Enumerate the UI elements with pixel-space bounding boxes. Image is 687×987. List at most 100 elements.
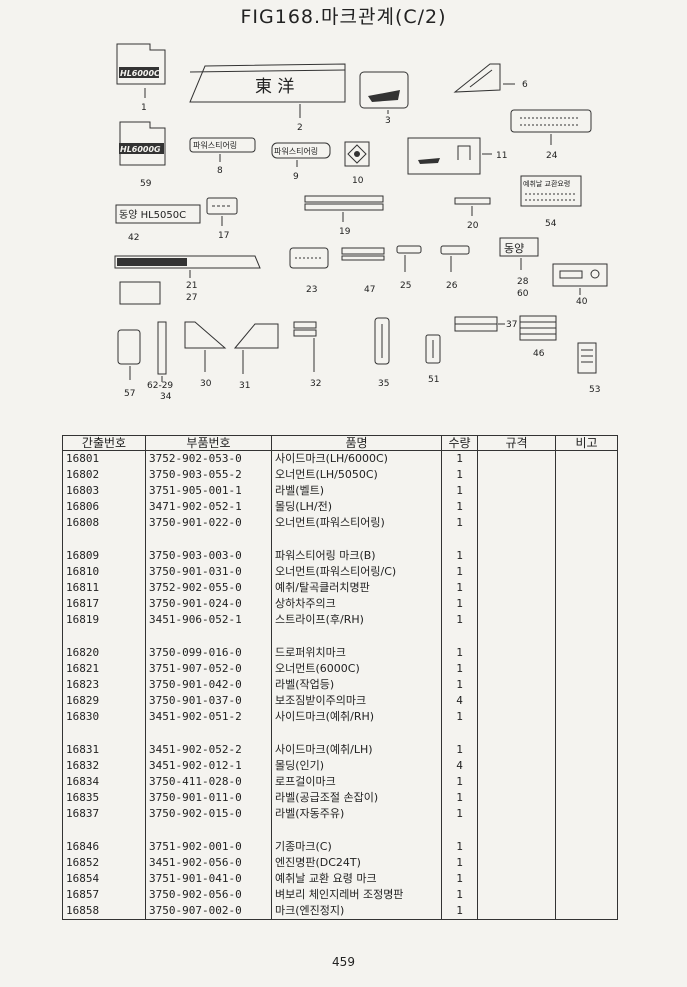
spec-cell [477,709,556,725]
callout-8: 8 [217,166,223,176]
remarks-cell [555,548,618,564]
callout-2: 2 [297,123,303,133]
ref-no-cell: 16806 [62,499,146,515]
ref-no-cell: 16854 [62,871,146,887]
ref-no-cell: 16852 [62,855,146,871]
callout-1: 1 [141,103,147,113]
qty-cell: 4 [441,758,478,774]
spec-cell [477,677,556,693]
spec-cell [477,645,556,661]
spec-cell [477,790,556,806]
callout-24: 24 [546,151,558,161]
ref-no-cell: 16858 [62,903,146,920]
part-no-cell: 3750-903-003-0 [145,548,272,564]
table-spacer-row [62,628,618,645]
qty-cell: 1 [441,709,478,725]
table-header-row: 간출번호 부품번호 품명 수량 규격 비고 [62,435,618,451]
callout-57: 57 [124,389,135,399]
spec-cell [477,612,556,628]
spec-cell [477,483,556,499]
part-name-cell: 보조짐받이주의마크 [271,693,442,709]
part-26-mark: 26 [440,245,470,291]
remarks-cell [555,645,618,661]
part-no-cell: 3750-411-028-0 [145,774,272,790]
remarks-cell [555,596,618,612]
part-no-cell: 3750-901-042-0 [145,677,272,693]
part-name-cell: 몰딩(인기) [271,758,442,774]
remarks-cell [555,467,618,483]
qty-cell: 1 [441,467,478,483]
ref-no-cell: 16846 [62,839,146,855]
part-2-text: 東 洋 [255,77,294,97]
remarks-cell [555,580,618,596]
ref-no-cell: 16820 [62,645,146,661]
remarks-cell [555,677,618,693]
spec-cell [477,450,556,467]
qty-cell: 1 [441,839,478,855]
qty-cell: 1 [441,499,478,515]
remarks-cell [555,806,618,822]
header-qty: 수량 [441,435,478,451]
part-name-cell: 오너먼트(파워스티어링) [271,515,442,531]
part-name-cell: 라벨(벨트) [271,483,442,499]
callout-35: 35 [378,379,389,389]
parts-diagram: HL6000C 1 HL6000G 59 東 洋 2 3 6 24 [114,43,608,402]
part-no-cell: 3751-901-041-0 [145,871,272,887]
part-21-side-mark: 21 27 [114,255,261,305]
remarks-cell [555,790,618,806]
part-name-cell: 기종마크(C) [271,839,442,855]
callout-30: 30 [200,379,212,389]
part-25-mark: 25 [396,245,422,291]
header-spec: 규격 [477,435,556,451]
part-30-molding: 30 [184,321,227,389]
part-1-side-mark: HL6000C 1 [116,43,166,113]
callout-6: 6 [522,80,528,90]
qty-cell: 1 [441,564,478,580]
part-name-cell: 예취/탈곡클러치명판 [271,580,442,596]
part-23-label: 23 [289,247,329,295]
part-28-text: 동양 [504,242,524,255]
part-name-cell: 마크(엔진정지) [271,903,442,920]
part-1-text: HL6000C [120,69,160,78]
remarks-cell [555,693,618,709]
part-51-label: 51 [425,334,441,385]
part-no-cell: 3750-901-022-0 [145,515,272,531]
qty-cell: 1 [441,483,478,499]
spec-cell [477,693,556,709]
ref-no-cell: 16829 [62,693,146,709]
part-20-mark: 20 [454,197,491,231]
callout-46: 46 [533,349,545,359]
part-no-cell: 3752-902-055-0 [145,580,272,596]
part-6-molding: 6 [453,63,528,93]
qty-cell: 4 [441,693,478,709]
ref-no-cell: 16832 [62,758,146,774]
spec-cell [477,499,556,515]
part-name-cell: 사이드마크(예취/LH) [271,742,442,758]
part-9-text: 파워스티어링 [274,146,318,156]
qty-cell: 1 [441,548,478,564]
part-name-cell: 라벨(작업등) [271,677,442,693]
part-53-plate: 53 [577,342,600,395]
ref-no-cell: 16803 [62,483,146,499]
part-2-stripe: 東 洋 2 [189,63,346,133]
spec-cell [477,548,556,564]
qty-cell: 1 [441,580,478,596]
part-no-cell: 3451-906-052-1 [145,612,272,628]
callout-59: 59 [140,179,152,189]
part-3-label: 3 [359,71,409,126]
spec-cell [477,758,556,774]
part-35-label: 35 [374,317,390,389]
part-no-cell: 3451-902-052-2 [145,742,272,758]
qty-cell: 1 [441,596,478,612]
callout-21: 21 [186,281,197,291]
part-name-cell: 스트라이프(후/RH) [271,612,442,628]
